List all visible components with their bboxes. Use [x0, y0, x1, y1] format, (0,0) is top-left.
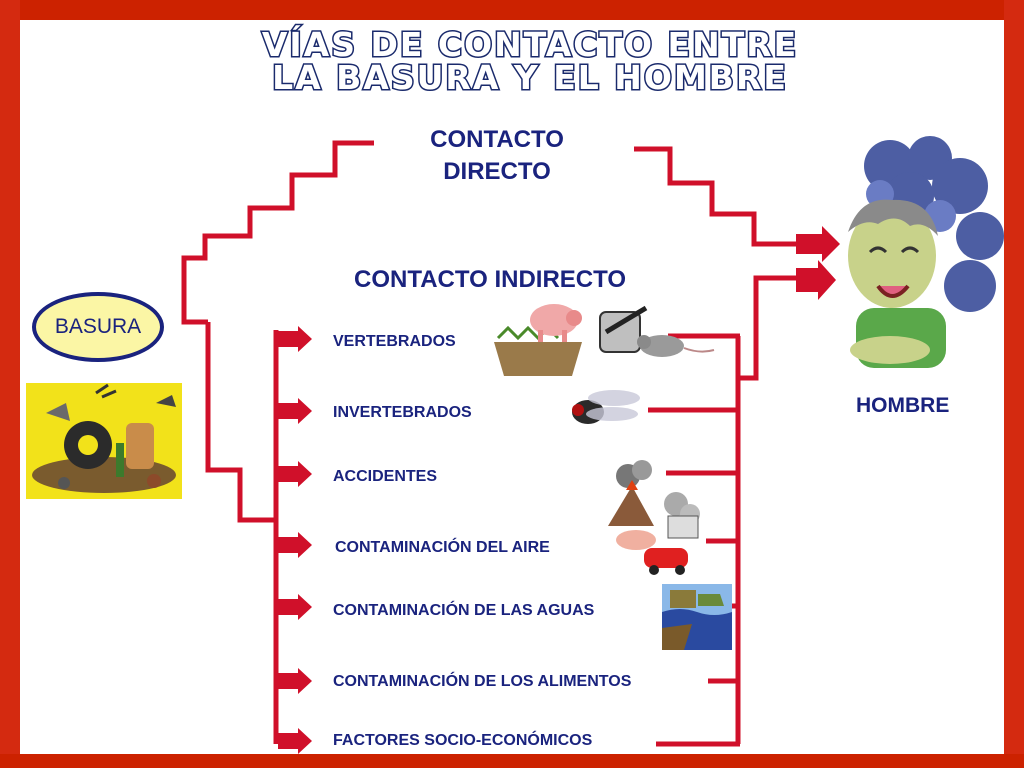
direct-path-right: [634, 146, 800, 247]
hombre-label: HOMBRE: [856, 394, 950, 417]
arrow-right-icon: [278, 668, 312, 694]
route-label-accidentes: ACCIDENTES: [333, 468, 438, 485]
rat-can-image: [599, 305, 715, 357]
garbage-pile-image: [26, 383, 182, 499]
direct-path-left: [181, 140, 374, 325]
volcano-pollution-image: [608, 460, 700, 575]
sick-man-image: [848, 136, 1004, 368]
basura-label: BASURA: [54, 315, 142, 338]
route-label-aire: CONTAMINACIÓN DEL AIRE: [335, 539, 550, 556]
title-line-2: LA BASURA Y EL HOMBRE: [271, 58, 788, 97]
direct-contact-label: CONTACTO DIRECTO: [408, 124, 586, 188]
indirect-contact-label: CONTACTO INDIRECTO: [354, 266, 627, 293]
slide-title: VÍAS DE CONTACTO ENTRE LA BASURA Y EL HO…: [110, 25, 950, 97]
polluted-water-image: [662, 584, 732, 650]
fly-image: [572, 390, 640, 424]
arrow-right-icon: [278, 326, 312, 352]
route-label-aguas: CONTAMINACIÓN DE LAS AGUAS: [333, 602, 595, 619]
frame-top: [0, 0, 1024, 20]
route-label-alimentos: CONTAMINACIÓN DE LOS ALIMENTOS: [333, 673, 632, 690]
frame-bottom: [0, 754, 1024, 768]
route-label-vertebrados: VERTEBRADOS: [333, 333, 456, 350]
arrow-right-icon: [278, 461, 312, 487]
arrow-direct: [796, 226, 840, 262]
frame-left: [0, 0, 20, 768]
route-label-socio: FACTORES SOCIO-ECONÓMICOS: [333, 732, 593, 749]
indirect-path-right: [738, 275, 800, 381]
basura-node: BASURA: [32, 292, 164, 362]
frame-right: [1004, 0, 1024, 768]
pig-trough-image: [494, 304, 582, 376]
arrow-right-icon: [278, 532, 312, 558]
indirect-path-left: [205, 322, 278, 523]
title-line-1: VÍAS DE CONTACTO ENTRE: [260, 25, 799, 64]
arrow-right-icon: [278, 728, 312, 754]
direct-contact-line2: DIRECTO: [443, 158, 551, 185]
arrow-right-icon: [278, 594, 312, 620]
arrow-right-icon: [278, 398, 312, 424]
direct-contact-line1: CONTACTO: [430, 126, 564, 153]
route-label-invertebrados: INVERTEBRADOS: [333, 404, 472, 421]
arrow-indirect: [796, 260, 836, 300]
